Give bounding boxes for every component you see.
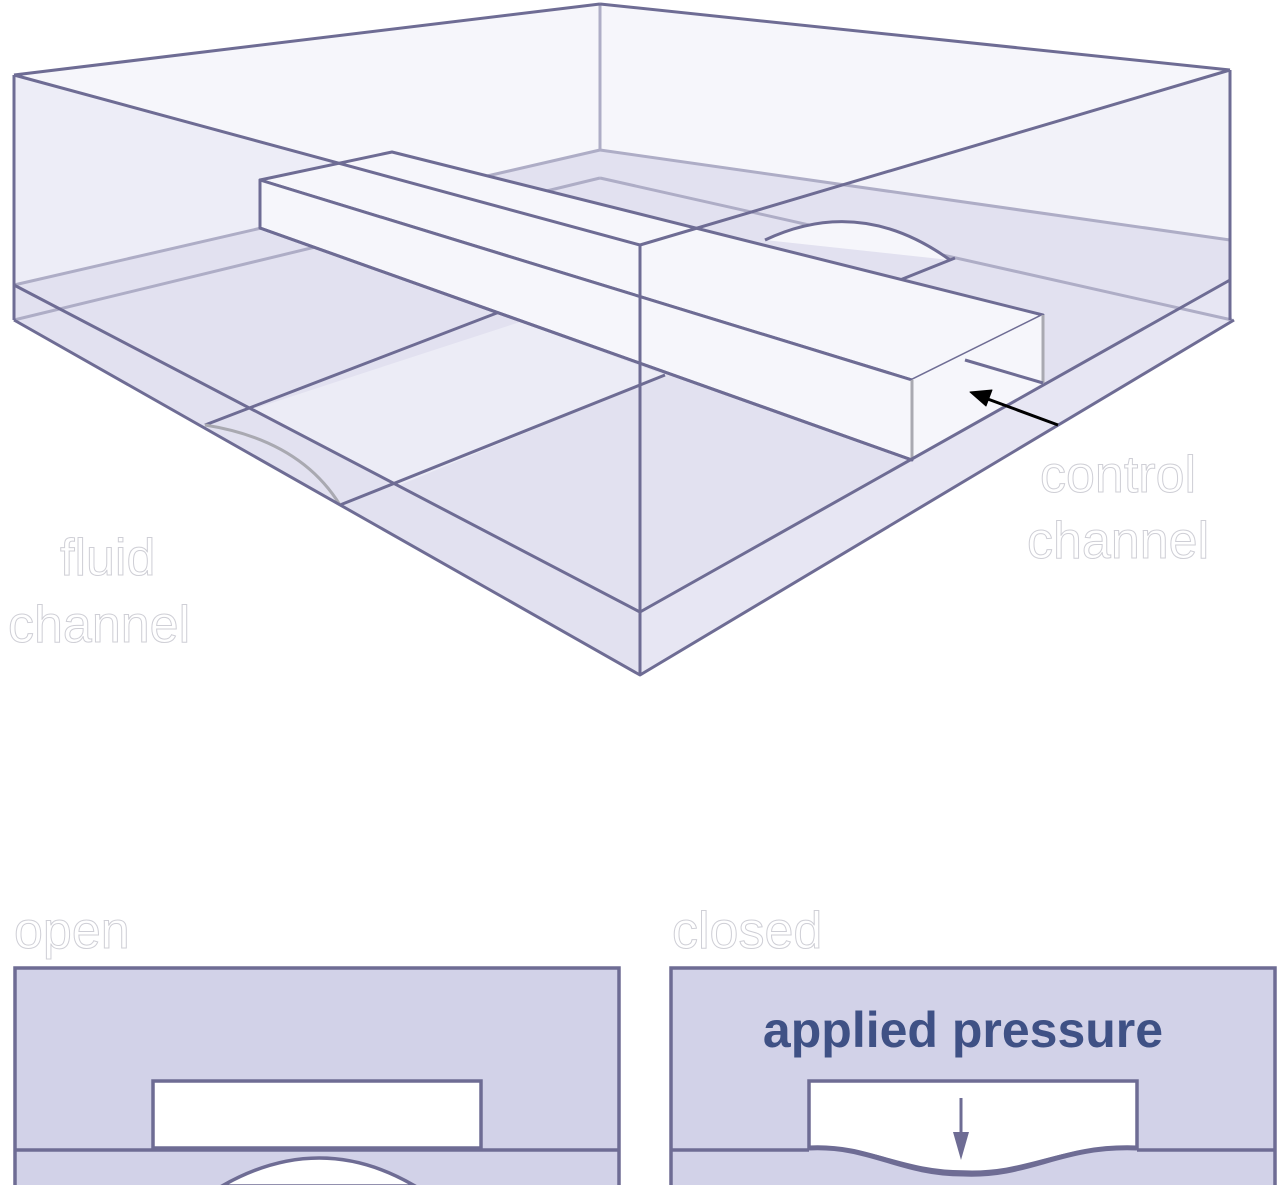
box-top-back xyxy=(14,4,1230,245)
base-slab-left xyxy=(14,285,640,675)
closed-cross-section xyxy=(669,966,1277,1185)
control-channel-end xyxy=(912,315,1043,460)
fluid-channel-label-line2: channel xyxy=(8,596,190,654)
deflected-membrane xyxy=(808,1145,1138,1177)
base-slab-right xyxy=(640,280,1232,675)
fluid-channel-hump xyxy=(764,220,951,262)
applied-pressure-label: applied pressure xyxy=(763,1002,1163,1058)
device-3d-view xyxy=(12,2,1235,677)
fluid-channel-arc xyxy=(204,423,342,506)
pointer-arrow-icon xyxy=(969,389,1059,427)
closed-label: closed xyxy=(672,902,822,960)
fluid-channel-label-line1: fluid xyxy=(60,529,155,587)
open-cross-section xyxy=(13,966,621,1185)
control-channel-label-line1: control xyxy=(1040,446,1196,504)
control-channel-label-line2: channel xyxy=(1027,512,1209,570)
open-label: open xyxy=(14,902,130,960)
floor-light-patch xyxy=(250,322,665,485)
open-fluid-channel xyxy=(220,1156,417,1185)
pressure-arrow-icon xyxy=(953,1098,969,1160)
